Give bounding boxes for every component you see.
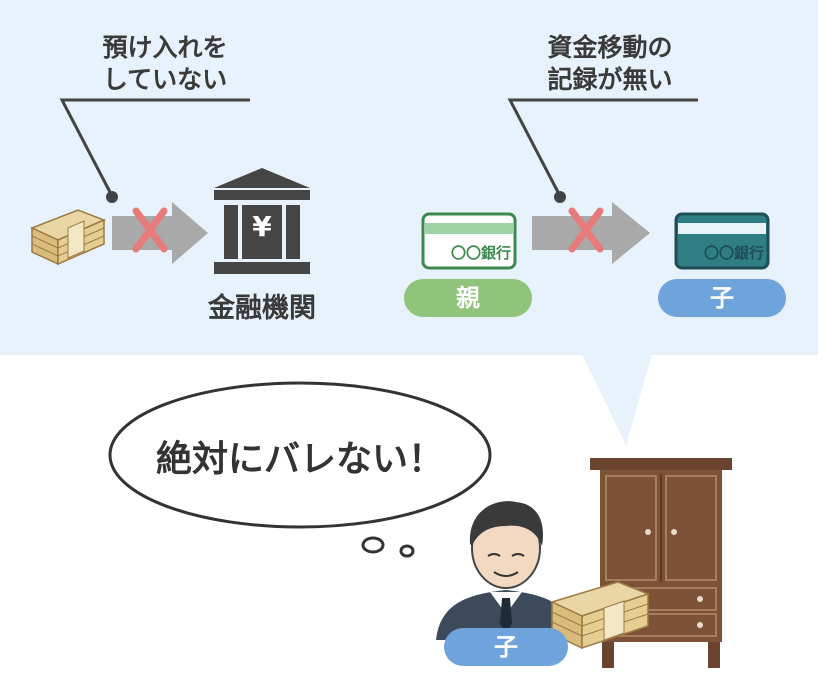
money-stack-icon <box>30 209 106 266</box>
wardrobe-icon <box>590 458 732 668</box>
man-avatar-icon <box>436 501 576 640</box>
child-card-text: 〇〇銀行 <box>703 244 764 262</box>
child-tag-top: 子 <box>658 279 786 317</box>
speech-text: 絶対にバレない！ <box>155 439 444 480</box>
callout-leader-left <box>59 98 250 197</box>
thought-bubble <box>108 381 492 558</box>
cross-icon-left <box>132 207 168 253</box>
panel-pointer <box>582 354 652 445</box>
parent-tag: 親 <box>404 279 532 317</box>
callout-dot-left <box>106 191 118 203</box>
parent-bank-card-icon <box>421 212 517 270</box>
cross-icon-right <box>568 207 604 253</box>
callout-no-deposit: 預け入れを していない <box>102 33 228 94</box>
callout-dot-right <box>554 191 566 203</box>
callout-leader-right <box>507 98 698 197</box>
child-bank-card-icon <box>674 212 770 270</box>
yen-symbol: ¥ <box>252 210 272 243</box>
callout-no-record: 資金移動の 記録が無い <box>547 33 673 94</box>
parent-card-text: 〇〇銀行 <box>450 244 511 262</box>
money-stack-icon-bottom <box>549 581 651 650</box>
child-tag-bottom: 子 <box>444 628 568 666</box>
bank-label: 金融機関 <box>208 293 316 324</box>
bank-building-icon <box>214 168 310 274</box>
